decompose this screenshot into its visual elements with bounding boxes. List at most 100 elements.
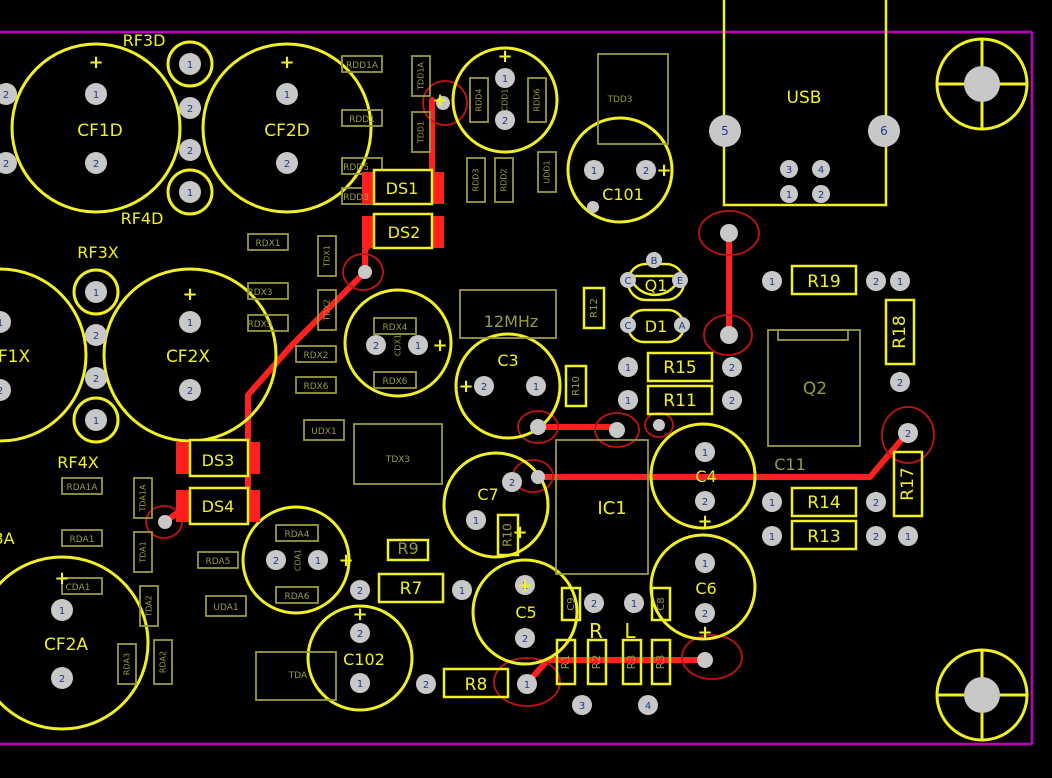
polarity-plus-mark: +: [517, 575, 532, 596]
polarity-plus-mark: +: [656, 160, 671, 181]
pad-number: 2: [729, 363, 735, 374]
pad: 2: [0, 152, 17, 174]
pad: [720, 224, 738, 242]
silk-label-c101: C101: [602, 185, 644, 204]
pad: [720, 326, 738, 344]
pad-number: 1: [93, 288, 99, 299]
pad-circle: [890, 372, 910, 392]
pad-circle: [85, 324, 107, 346]
pad-circle: [179, 379, 201, 401]
silk-label-cdx1: CDX1: [394, 334, 403, 356]
pad: [358, 265, 372, 279]
pad-circle: [780, 160, 798, 178]
silk-label-tda1: TDA1: [139, 541, 148, 563]
pad-number: 2: [905, 429, 911, 440]
pad-circle: [85, 409, 107, 431]
pad-circle: [358, 265, 372, 279]
pad-circle: [812, 160, 830, 178]
polarity-plus-mark: +: [54, 568, 69, 589]
polarity-plus-mark: +: [697, 511, 712, 532]
polarity-plus-mark: +: [497, 46, 512, 67]
pad-circle: [51, 599, 73, 621]
pad: 1: [526, 376, 546, 396]
pad-number: C: [625, 276, 632, 287]
pad-number: 1: [631, 599, 637, 610]
silk-label-tda1a: TDA1A: [139, 484, 148, 512]
silk-label-ds1: DS1: [386, 179, 419, 198]
silk-label-r_channel: R: [589, 619, 603, 643]
pad: 2: [179, 139, 201, 161]
pad-circle: [85, 367, 107, 389]
pad-circle: [722, 357, 742, 377]
silk-label-r11: R11: [663, 391, 696, 411]
polarity-plus-mark: +: [182, 284, 197, 305]
pad-circle: [695, 603, 715, 623]
pad-circle: [179, 53, 201, 75]
pad-circle: [502, 472, 522, 492]
silk-label-cda1: CDA1: [66, 583, 91, 593]
pad-number: C: [625, 321, 632, 332]
pad-number: 1: [59, 606, 65, 617]
pad-number: 1: [533, 382, 539, 393]
pad: 2: [636, 160, 656, 180]
silk-label-rdx6: RDX6: [382, 377, 407, 387]
pad-circle: [276, 83, 298, 105]
silk-label-tdd1a: TDD1A: [417, 62, 426, 91]
pad-circle: [609, 422, 625, 438]
pad: 2: [179, 97, 201, 119]
pad: 2: [474, 376, 494, 396]
pad-circle: [674, 317, 690, 333]
pad-number: 2: [3, 159, 9, 170]
pad-circle: [51, 667, 73, 689]
pad-number: 1: [187, 318, 193, 329]
pad-number: 1: [522, 581, 528, 592]
pad: 1: [179, 53, 201, 75]
pad-circle: [572, 695, 592, 715]
silk-label-rdd3: RDD3: [472, 169, 481, 192]
pad-circle: [638, 695, 658, 715]
pad: 2: [866, 271, 886, 291]
silk-label-ds4: DS4: [202, 497, 235, 516]
silk-label-ds2: DS2: [388, 223, 421, 242]
silk-label-r1: R1: [559, 655, 572, 670]
pad-number: 2: [729, 396, 735, 407]
pad-circle: [624, 593, 644, 613]
pad-circle: [722, 390, 742, 410]
polarity-plus-mark: +: [697, 622, 712, 643]
pad-circle: [695, 442, 715, 462]
silk-label-c3: C3: [497, 351, 518, 370]
pad: 2: [495, 110, 515, 130]
pad-circle: [898, 526, 918, 546]
pad: 1: [695, 553, 715, 573]
pad-number: A: [679, 321, 686, 332]
pad-circle: [762, 526, 782, 546]
silk-label-rf4d: RF4D: [121, 209, 164, 228]
pad: 1: [624, 593, 644, 613]
pad-circle: [866, 271, 886, 291]
pad: 1: [276, 83, 298, 105]
pad-circle: [276, 152, 298, 174]
pad: 1: [618, 390, 638, 410]
silk-label-ic1: IC1: [597, 498, 626, 519]
silk-label-rdd2: RDD2: [500, 169, 509, 192]
pad: 2: [695, 603, 715, 623]
silk-label-r3: R3: [625, 655, 638, 670]
silk-label-udx1: UDX1: [311, 427, 336, 437]
pad: 2: [502, 472, 522, 492]
pad-number: 1: [357, 679, 363, 690]
pad-number: 1: [769, 277, 775, 288]
pad-circle: [653, 419, 665, 431]
mounting-holes: [935, 37, 1029, 742]
silk-label-rdx4: RDX4: [382, 323, 407, 333]
pad-number: 2: [702, 497, 708, 508]
silk-label-rda5: RDA5: [206, 557, 231, 567]
pad: A: [674, 317, 690, 333]
pad-circle: [515, 628, 535, 648]
trace-ds-to-ds3: [245, 269, 368, 463]
pad-circle: [672, 272, 688, 288]
pad: 1: [515, 575, 535, 595]
silk-label-c102: C102: [343, 650, 385, 669]
pad-circle: [890, 271, 910, 291]
silk-label-c6: C6: [695, 579, 716, 598]
